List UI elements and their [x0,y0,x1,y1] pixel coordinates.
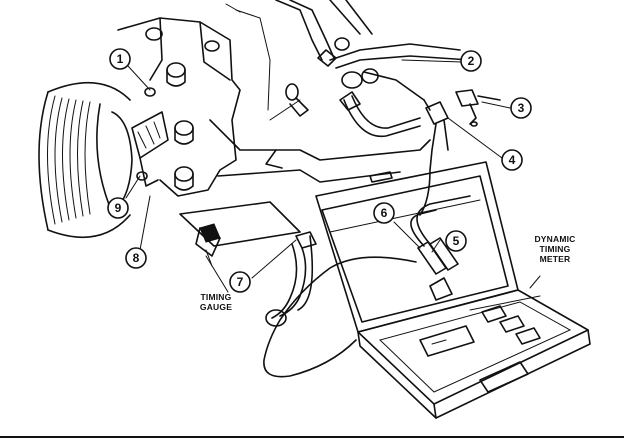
engine-fitting [265,83,309,169]
callout-4-number: 4 [509,153,516,167]
sensor-connector-upper [455,89,501,127]
callout-9-number: 9 [115,201,122,215]
dynamic-timing-meter-case [315,161,591,419]
front-cover-bolts [136,27,220,191]
timing-gauge [179,201,301,267]
callout-3-number: 3 [518,101,525,115]
callout-4: 4 [501,149,523,171]
callout-9: 9 [107,197,129,219]
leader-lines [125,59,541,293]
line-fittings [317,37,379,111]
gauge-label-line1: TIMING [200,292,232,302]
meter-label-line2: TIMING [539,244,571,254]
timing-pointer-bracket [131,111,169,187]
meter-label-line3: METER [539,254,571,264]
callout-7-number: 7 [237,275,244,289]
timing-gauge-label: TIMING GAUGE [186,292,246,312]
callout-2-number: 2 [468,54,475,68]
callout-2: 2 [460,50,482,72]
dynamic-timing-meter-label: DYNAMIC TIMING METER [520,234,590,264]
callout-8: 8 [125,247,147,269]
gauge-label-line2: GAUGE [199,302,233,312]
callout-1-number: 1 [117,52,124,66]
callout-7: 7 [229,271,251,293]
crankshaft-pulley [38,81,133,238]
engine-front-cover [117,3,431,197]
callout-5-number: 5 [453,234,460,248]
fuel-injection-lines [275,0,471,138]
callout-3: 3 [510,97,532,119]
timing-probe [265,231,317,327]
meter-cables [263,195,471,378]
callout-1: 1 [109,48,131,70]
callout-8-number: 8 [133,251,140,265]
sensor-connector-lower [419,99,449,216]
callout-5: 5 [445,230,467,252]
callout-6: 6 [373,202,395,224]
callout-6-number: 6 [381,206,388,220]
bottom-rule [0,436,624,438]
meter-label-line1: DYNAMIC [534,234,576,244]
